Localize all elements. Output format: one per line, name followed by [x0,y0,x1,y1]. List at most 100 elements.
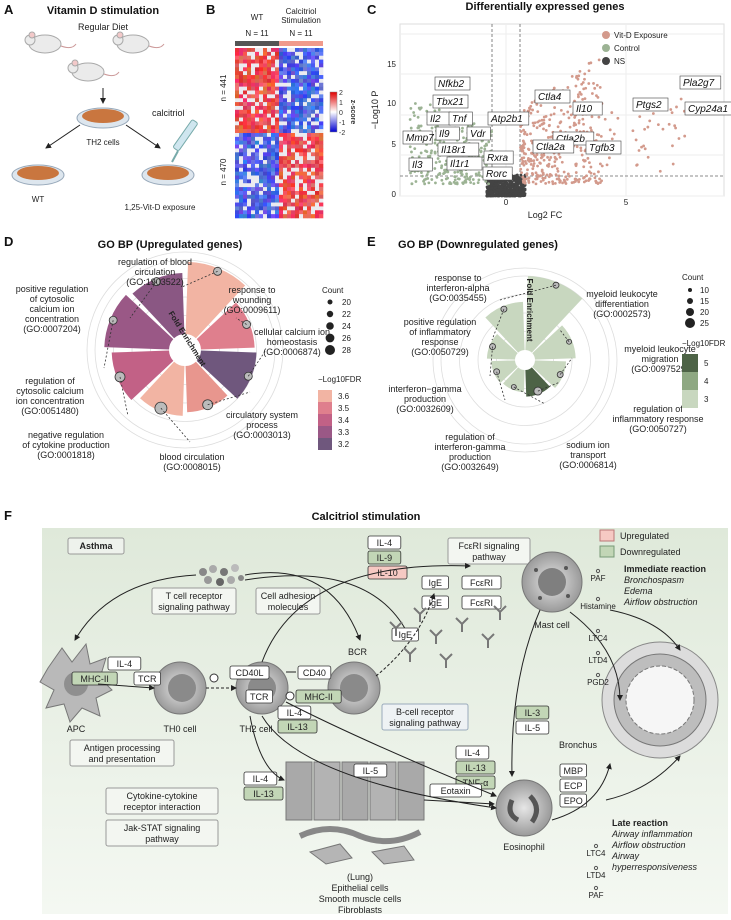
heatmap-cell [247,109,252,114]
heatmap-cell [315,59,320,64]
heatmap-cell [279,167,284,172]
heatmap-cell [303,210,308,215]
volcano-point [603,117,607,121]
volcano-xtick: 0 [504,198,509,207]
mediator-dots [593,568,601,891]
heatmap-cell [275,210,280,215]
volcano-point [558,180,562,184]
heatmap-cell [239,140,244,145]
heatmap-cell [263,55,268,60]
heatmap-cell [279,86,284,91]
mol-ecp: ECP [564,781,583,791]
panel-letter-b: B [206,2,215,17]
heatmap-cell [251,210,256,215]
heatmap-cell [255,109,260,114]
heatmap-cell [291,51,296,57]
heatmap-cell [239,214,244,219]
heatmap-cell [247,129,252,134]
heatmap-cell [267,125,272,130]
mol-il9: IL-9 [377,553,393,563]
volcano-point [525,172,529,176]
volcano-point [480,146,483,150]
heatmap-cell [303,136,308,142]
volcano-point [522,163,526,167]
gene-label-box [679,75,722,90]
count-legend-dot [325,333,335,343]
heatmap-cell [295,129,300,134]
heatmap-cell [239,179,244,184]
volcano-point [580,82,584,86]
gene-label-box [483,150,514,165]
heatmap-cell [239,175,244,180]
heatmap-cell [251,183,256,188]
heatmap-cell [319,55,324,60]
heatmap-cell [263,86,268,91]
volcano-point [443,163,447,166]
mol-il5-mast: IL-5 [525,723,541,733]
heatmap-cell [303,198,308,203]
heatmap-cell [279,94,284,99]
heatmap-cell [283,59,288,64]
late-title: Late reaction [612,818,668,828]
volcano-point [524,177,528,181]
gene-label: Il9 [439,129,450,140]
volcano-point [430,178,434,181]
volcano-point [444,170,447,174]
heatmap-cell [275,140,280,145]
heatmap-cell [275,71,280,76]
volcano-point [596,182,600,186]
heatmap-cell [287,63,292,68]
heatmap-cell [239,144,244,149]
heatmap-cell [299,187,304,192]
volcano-point [521,159,525,163]
heatmap-cell [255,175,260,180]
count-legend-dot [326,322,334,330]
heatmap-cell [259,194,264,199]
volcano-point [590,115,594,119]
heatmap-cell [275,67,280,72]
volcano-point [564,175,568,179]
volcano-point [522,180,525,184]
mouse-icon [112,31,165,54]
volcano-point [494,194,497,198]
volcano-point [587,69,591,73]
heatmap-cell [263,136,268,142]
volcano-point [529,132,532,136]
heatmap-cell [299,63,304,68]
bronchus-icon [601,641,719,759]
heatmap-cell [303,75,308,80]
volcano-point [410,150,413,154]
heatmap-cell [239,82,244,87]
volcano-point [515,187,519,191]
heatmap-cell [263,125,268,130]
volcano-xlabel: Log2 FC [528,210,563,220]
zscore-colorbar [329,91,338,133]
panel-letter-c: C [367,2,377,17]
heatmap-cell [291,190,296,196]
volcano-point [522,108,526,112]
heatmap-cell [235,202,240,207]
heatmap-cell [307,113,312,118]
volcano-point [556,125,560,129]
heatmap-cell [251,75,256,80]
volcano-point [536,164,539,168]
heatmap-cell [271,163,276,169]
heatmap-cell [275,78,280,84]
mast-cell-label: Mast cell [534,620,570,630]
heatmap-cell [247,102,252,107]
heatmap-cell [279,152,284,157]
heatmap-cell [279,140,284,145]
heatmap-cell [251,59,256,64]
heatmap-cell [279,51,284,57]
heatmap-cell [303,152,308,157]
heatmap-cell [263,113,268,118]
volcano-point [578,90,582,94]
heatmap-cell [283,194,288,199]
heatmap-cell [275,206,280,211]
heatmap-cell [303,206,308,211]
heatmap-cell [235,190,240,196]
volcano-point [430,126,434,130]
heatmap-cell [311,163,316,169]
heatmap-cell [247,190,252,196]
volcano-point [527,179,530,183]
